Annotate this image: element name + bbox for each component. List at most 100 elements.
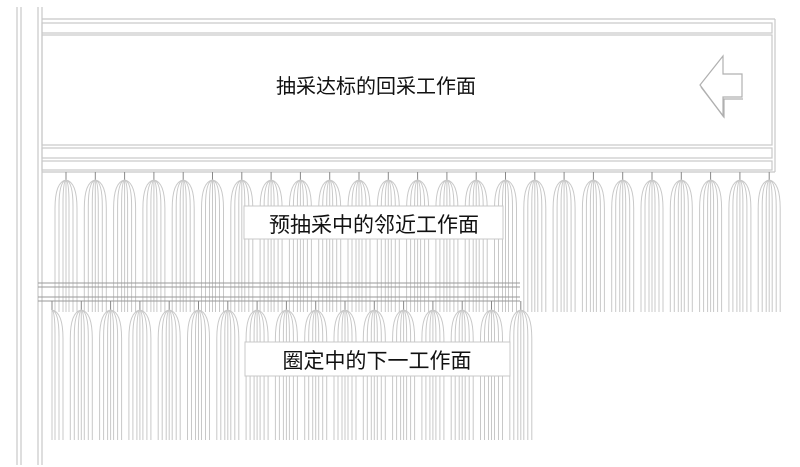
borehole — [191, 309, 199, 440]
borehole — [527, 179, 536, 312]
borehole — [523, 179, 535, 312]
borehole — [256, 309, 269, 440]
bottom-panel-label-box: 圈定中的下一工作面 — [244, 341, 511, 377]
borehole — [502, 179, 506, 312]
borehole — [83, 179, 96, 312]
borehole-fan — [728, 172, 752, 312]
borehole — [187, 309, 199, 440]
borehole — [110, 309, 123, 440]
borehole-fan — [699, 172, 723, 312]
borehole — [230, 179, 242, 312]
borehole — [462, 309, 474, 440]
borehole — [531, 179, 536, 312]
borehole — [400, 309, 404, 440]
borehole-fan — [54, 172, 78, 312]
bottom-panel-roadway — [38, 282, 520, 302]
borehole — [117, 179, 125, 312]
borehole — [77, 309, 82, 440]
borehole — [494, 179, 506, 312]
borehole — [81, 309, 93, 440]
borehole — [95, 179, 107, 312]
borehole — [589, 179, 594, 312]
borehole — [556, 179, 565, 312]
borehole — [69, 309, 82, 440]
borehole — [699, 179, 711, 312]
borehole — [224, 309, 229, 440]
borehole — [124, 179, 137, 312]
borehole — [374, 309, 386, 440]
borehole — [62, 179, 67, 312]
borehole — [765, 179, 770, 312]
borehole — [619, 179, 624, 312]
borehole — [432, 309, 445, 440]
borehole — [534, 179, 547, 312]
borehole — [308, 309, 316, 440]
borehole-fan — [304, 301, 328, 440]
borehole — [183, 179, 195, 312]
borehole — [54, 179, 67, 312]
borehole — [318, 179, 330, 312]
borehole — [113, 179, 125, 312]
borehole — [563, 179, 576, 312]
borehole — [91, 179, 96, 312]
borehole-fan — [128, 301, 152, 440]
borehole — [136, 309, 141, 440]
borehole — [414, 179, 418, 312]
borehole-fan — [274, 301, 298, 440]
borehole-fan — [392, 301, 416, 440]
borehole — [73, 309, 82, 440]
borehole — [99, 309, 111, 440]
borehole — [169, 309, 181, 440]
borehole — [288, 179, 301, 312]
borehole — [267, 179, 272, 312]
borehole — [406, 179, 418, 312]
borehole — [513, 309, 522, 440]
borehole-fan — [157, 301, 181, 440]
borehole — [517, 309, 522, 440]
borehole — [234, 179, 243, 312]
borehole — [282, 309, 287, 440]
borehole-fan — [406, 172, 430, 312]
borehole — [417, 179, 430, 312]
borehole — [611, 179, 623, 312]
borehole — [739, 179, 752, 312]
borehole — [146, 179, 155, 312]
borehole — [201, 179, 213, 312]
borehole — [728, 179, 741, 312]
borehole — [644, 179, 653, 312]
borehole-fan — [494, 172, 517, 312]
borehole — [329, 179, 342, 312]
middle-panel-label-box: 预抽采中的邻近工作面 — [243, 205, 504, 240]
borehole — [259, 179, 272, 312]
borehole — [710, 179, 723, 312]
borehole — [58, 179, 67, 312]
borehole — [446, 179, 459, 312]
borehole-fan — [171, 172, 195, 312]
borehole — [640, 179, 653, 312]
borehole — [198, 309, 210, 440]
borehole — [435, 179, 448, 312]
borehole — [732, 179, 741, 312]
borehole-fan — [69, 301, 93, 440]
borehole-fan — [464, 172, 488, 312]
borehole-fan — [99, 301, 123, 440]
borehole — [472, 179, 477, 312]
borehole — [253, 309, 258, 440]
borehole — [403, 309, 416, 440]
borehole-fan — [113, 172, 137, 312]
borehole-fan — [421, 301, 445, 440]
borehole-fan — [288, 172, 312, 312]
borehole — [757, 179, 770, 312]
borehole — [651, 179, 664, 312]
borehole — [669, 179, 682, 312]
borehole-fan — [187, 301, 210, 440]
bottom-panel-label: 圈定中的下一工作面 — [283, 349, 472, 373]
borehole-fan — [230, 172, 254, 312]
borehole — [736, 179, 741, 312]
borehole — [121, 179, 125, 312]
borehole — [366, 309, 375, 440]
borehole — [505, 179, 517, 312]
borehole-fan — [216, 301, 240, 440]
borehole — [388, 179, 400, 312]
